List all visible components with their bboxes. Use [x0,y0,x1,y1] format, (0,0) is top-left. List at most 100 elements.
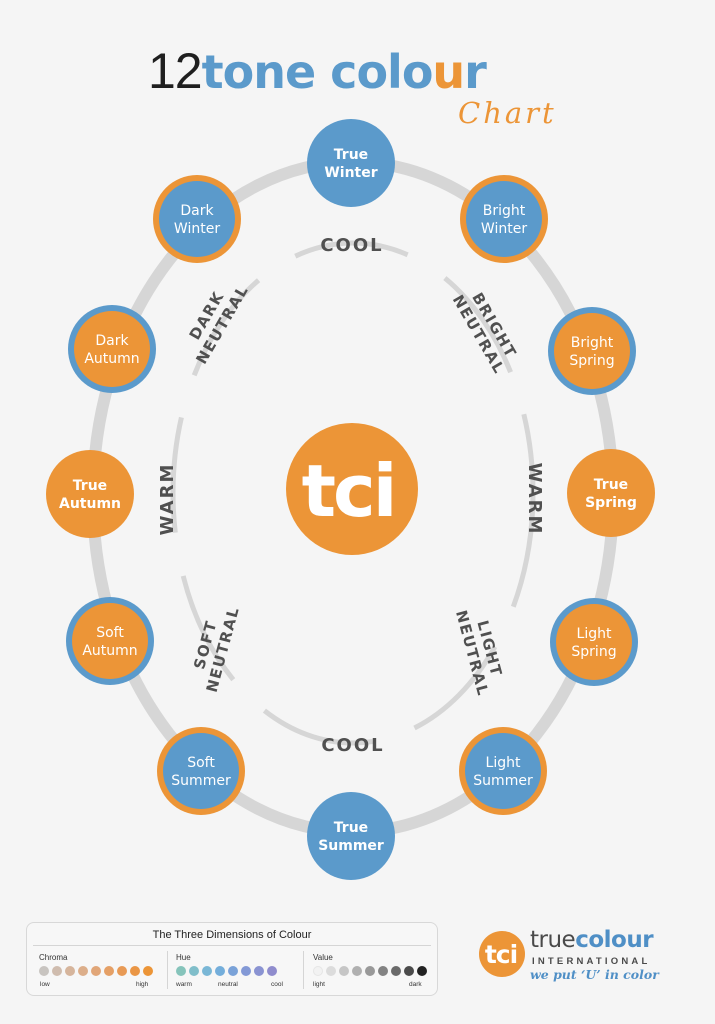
season-dark-winter-line2: Winter [174,221,220,237]
title-word: tone colour [202,45,487,99]
chroma-swatch [143,966,153,976]
page-subtitle: Chart [458,96,557,130]
brand-tagline: we put ‘U’ in color [530,967,659,982]
value-swatch [378,966,388,976]
value-swatch [339,966,349,976]
season-soft-summer-line1: Soft [187,755,215,771]
legend-separator [167,951,168,989]
chroma-swatch [39,966,49,976]
chroma-swatch [117,966,127,976]
season-true-winter-disc [307,119,395,207]
season-true-spring-line1: True [594,477,628,493]
season-soft-autumn-disc [72,603,148,679]
title-word-accent: u [432,45,465,99]
hue-swatch [241,966,251,976]
hue-swatch [176,966,186,976]
label-cool-bottom: COOL [321,735,384,756]
hue-swatches [176,966,280,976]
legend-divider [33,945,431,946]
brand-word-colour: colour [575,927,654,953]
chroma-swatches [39,966,156,976]
title-number: 12 [148,43,203,99]
season-true-summer-line1: True [334,820,368,836]
brand-logo: tci truecolour INTERNATIONAL we put ‘U’ … [478,924,693,988]
center-logo-disc [286,423,418,555]
season-true-autumn-line2: Autumn [59,496,121,512]
season-bright-winter-disc [466,181,542,257]
season-light-spring-line2: Spring [571,644,616,660]
season-dark-autumn-disc [74,311,150,387]
dimensions-legend: The Three Dimensions of Colour Chroma lo… [26,922,438,996]
season-soft-autumn-line1: Soft [96,625,124,641]
brand-subline: INTERNATIONAL [532,956,651,967]
season-true-winter-line2: Winter [324,165,377,181]
chroma-swatch [52,966,62,976]
season-true-spring-line2: Spring [585,495,637,511]
legend-title: The Three Dimensions of Colour [152,929,312,941]
value-swatch [365,966,375,976]
season-bright-spring-disc [554,313,630,389]
chroma-swatch [130,966,140,976]
brand-word-true: true [530,927,576,953]
season-dark-winter-disc [159,181,235,257]
season-light-spring-disc [556,604,632,680]
label-warm-left: WARM [157,463,178,536]
label-light-neutral: LIGHT NEUTRAL [452,608,506,698]
season-bright-winter-line1: Bright [483,203,526,219]
value-swatch [352,966,362,976]
title-word-end: r [464,45,487,99]
chroma-swatch [104,966,114,976]
legend-hue-title: Hue [176,953,191,962]
season-bright-winter-line2: Winter [481,221,527,237]
brand-logo-mark: tci [479,931,525,977]
value-dark-label: dark [409,981,422,988]
hue-warm-label: warm [176,981,192,988]
hue-neutral-label: neutral [218,981,238,988]
hue-swatch [254,966,264,976]
value-swatch [313,966,323,976]
hue-cool-label: cool [271,981,283,988]
hue-swatch [202,966,212,976]
chroma-high-label: high [136,981,149,988]
season-light-summer-disc [465,733,541,809]
season-soft-summer-disc [163,733,239,809]
season-light-spring-line1: Light [577,626,612,642]
brand-wordmark: truecolour [530,927,654,953]
season-true-summer-disc [307,792,395,880]
chroma-swatch [65,966,75,976]
label-cool-top: COOL [320,235,383,256]
label-warm-right: WARM [524,463,545,536]
value-swatch [417,966,427,976]
hue-swatch [228,966,238,976]
legend-hue: Hue warm neutral cool [176,951,292,991]
season-soft-autumn-line2: Autumn [82,643,137,659]
legend-value: Value light dark [313,951,431,991]
legend-chroma-title: Chroma [39,953,68,962]
season-light-summer-line2: Summer [473,773,533,789]
season-true-winter-line1: True [334,147,368,163]
legend-chroma: Chroma low high [39,951,155,991]
brand-logo-text: tci [485,940,517,969]
chroma-swatch [78,966,88,976]
center-logo-text: tci [302,449,395,533]
season-dark-autumn-line2: Autumn [84,351,139,367]
chroma-swatch [91,966,101,976]
label-dark-neutral: DARK NEUTRAL [186,282,253,368]
inner-ring [170,240,536,746]
season-dark-autumn-line1: Dark [95,333,129,349]
value-swatches [313,966,430,976]
center-logo: tci [286,423,418,555]
hue-swatch [267,966,277,976]
legend-separator [303,951,304,989]
season-soft-summer-line2: Summer [171,773,231,789]
